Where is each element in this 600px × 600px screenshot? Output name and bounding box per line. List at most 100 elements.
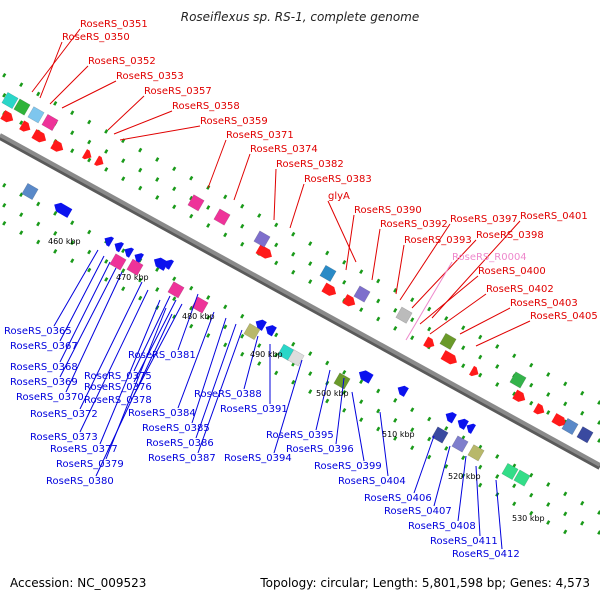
scale-tick: [223, 194, 228, 200]
scale-tick: [206, 315, 211, 320]
scale-tick: [223, 324, 228, 330]
callout-line: [351, 391, 365, 462]
callout-line: [395, 244, 405, 295]
scale-tick: [121, 248, 126, 254]
callout-line: [177, 293, 199, 351]
gene-label-top: RoseRS_0358: [172, 101, 240, 112]
gene-label-bottom: RoseRS_0370: [16, 392, 84, 403]
scale-tick: [206, 223, 211, 228]
callout-line: [273, 359, 303, 454]
forward-gene-arrow: [82, 149, 92, 160]
reverse-gene-arrow: [164, 259, 174, 270]
scale-tick: [546, 502, 551, 507]
scale-tick: [376, 298, 381, 304]
reverse-gene-arrow: [358, 370, 374, 384]
scale-tick: [342, 279, 347, 285]
gene-label-top: RoseRS_0400: [478, 266, 546, 277]
scale-tick: [104, 167, 109, 172]
scale-tick: [274, 242, 279, 248]
scale-tick: [546, 410, 551, 415]
scale-tick: [240, 203, 245, 209]
scale-tick: [342, 259, 347, 265]
callout-line: [133, 295, 171, 372]
callout-line: [79, 281, 143, 410]
callout-line: [459, 307, 511, 335]
gene-label-top: glyA: [328, 191, 350, 202]
scale-tick: [155, 195, 160, 200]
callout-line: [197, 329, 243, 454]
scale-tick: [155, 177, 160, 182]
forward-gene-arrow: [342, 294, 356, 307]
forward-gene-arrow: [321, 282, 337, 296]
scale-tick: [376, 408, 381, 414]
gene-label-bottom: RoseRS_0385: [142, 423, 210, 434]
scale-tick: [444, 446, 449, 451]
scale-tick: [206, 333, 211, 338]
gene-label-top: RoseRS_0351: [80, 19, 148, 30]
scale-tick: [240, 241, 245, 247]
reverse-colored-gene: [287, 349, 305, 367]
scale-tick: [563, 401, 568, 407]
scale-tick: [529, 492, 534, 498]
scale-tick: [121, 268, 126, 274]
scale-tick: [104, 149, 109, 154]
scale-tick: [512, 353, 517, 359]
gene-label-bottom: RoseRS_0406: [364, 493, 432, 504]
reverse-colored-gene: [167, 281, 185, 299]
scale-tick: [172, 166, 177, 172]
reverse-colored-gene: [431, 426, 449, 444]
scale-tick: [70, 240, 75, 246]
gene-label-top: RoseRS_0398: [476, 230, 544, 241]
scale-tick: [546, 372, 551, 377]
scale-tick: [410, 427, 415, 433]
scale-tick: [495, 344, 500, 349]
scale-tick: [410, 297, 415, 303]
scale-tick: [308, 279, 313, 284]
forward-colored-gene: [509, 371, 527, 389]
scale-tick: [580, 500, 585, 506]
scale-tick: [580, 390, 585, 396]
scale-tick: [274, 352, 279, 358]
reverse-colored-gene: [451, 435, 469, 453]
gene-label-bottom: RoseRS_0369: [10, 377, 78, 388]
gene-label-top: RoseRS_0350: [62, 32, 130, 43]
reverse-colored-gene: [126, 258, 144, 276]
scale-tick: [359, 399, 364, 405]
scale-tick: [427, 326, 432, 332]
scale-tick: [393, 288, 398, 293]
callout-line: [371, 228, 381, 281]
scale-tick: [36, 239, 41, 245]
scale-tick: [121, 158, 126, 164]
scale-tick: [257, 213, 262, 218]
forward-colored-gene: [395, 306, 413, 324]
scale-tick: [19, 230, 24, 236]
scale-tick: [359, 269, 364, 275]
scale-tick: [308, 261, 313, 266]
scale-tick: [19, 212, 24, 218]
scale-tick: [2, 92, 7, 98]
gene-label-top: RoseRS_0390: [354, 205, 422, 216]
scale-tick: [155, 267, 160, 272]
callout-line: [405, 261, 453, 341]
scale-tick: [121, 286, 126, 292]
gene-label-bottom: RoseRS_0377: [50, 444, 118, 455]
scale-tick: [206, 205, 211, 210]
callout-line: [457, 455, 467, 522]
scale-tick: [138, 295, 143, 301]
scale-tick: [512, 483, 517, 489]
scale-tick: [308, 371, 313, 376]
scale-tick: [461, 363, 466, 369]
scale-tick: [274, 260, 279, 266]
kbp-label: 470 kbp: [116, 273, 149, 282]
scale-tick: [308, 389, 313, 394]
kbp-label: 530 kbp: [512, 514, 545, 523]
scale-tick: [70, 148, 75, 154]
gene-label-bottom: RoseRS_0365: [4, 326, 72, 337]
forward-colored-gene: [213, 208, 231, 226]
callout-line: [65, 271, 123, 393]
scale-tick: [240, 313, 245, 319]
scale-tick: [240, 351, 245, 357]
callout-line: [61, 80, 117, 109]
callout-line: [133, 303, 183, 396]
scale-tick: [291, 231, 296, 237]
